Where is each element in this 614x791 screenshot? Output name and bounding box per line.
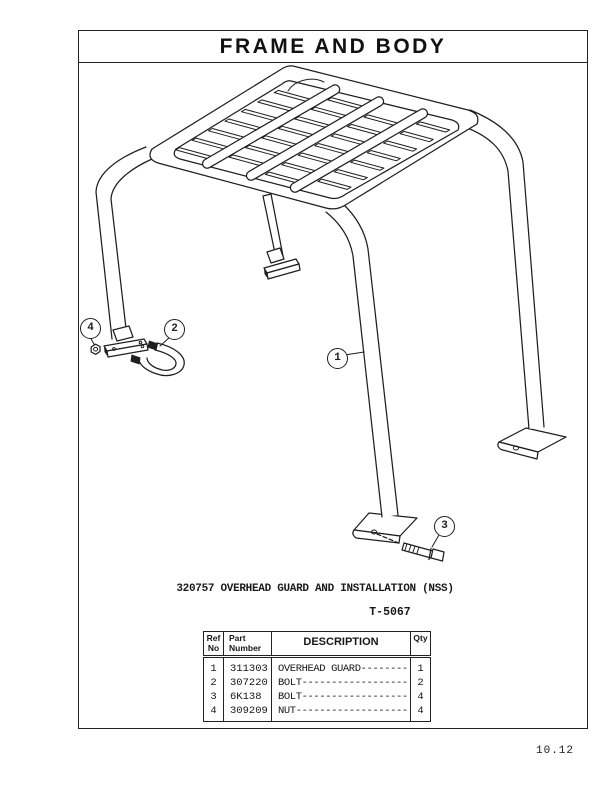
cell-description: NUT------------------- [271,703,411,722]
cell-ref: 1 [203,656,224,676]
callout-4: 4 [80,318,101,339]
table-row: 2 307220 BOLT------------------ 2 [203,675,431,690]
cell-ref: 4 [203,703,224,722]
cell-part-number: 307220 [223,675,272,690]
cell-qty: 1 [417,662,424,675]
page-header: FRAME AND BODY [79,31,587,63]
page-border: FRAME AND BODY [78,30,588,729]
cell-qty: 4 [417,704,424,717]
drawing-number: T-5067 [369,606,411,619]
cell-qty: 4 [417,690,424,703]
callout-1: 1 [327,348,348,369]
callout-2: 2 [164,319,185,340]
callout-3: 3 [434,516,455,537]
figure-caption: 320757 OVERHEAD GUARD AND INSTALLATION (… [176,583,454,595]
col-header-description: DESCRIPTION [271,631,411,658]
col-header-qty: Qty [410,631,431,658]
table-row: 1 311303 OVERHEAD GUARD-------- 1 [203,656,431,676]
cell-part-number: 6K138 [223,689,272,704]
page-number: 10.12 [536,745,575,757]
cell-part-number: 309209 [223,703,272,722]
cell-ref: 2 [203,675,224,690]
cell-part-number: 311303 [223,656,272,676]
cell-description: BOLT------------------ [271,689,411,704]
page-title: FRAME AND BODY [219,34,447,58]
table-row: 3 6K138 BOLT------------------ 4 [203,689,431,704]
cell-description: OVERHEAD GUARD-------- [271,656,411,676]
cell-ref: 3 [203,689,224,704]
cell-description: BOLT------------------ [271,675,411,690]
cell-qty: 2 [417,676,424,689]
table-row: 4 309209 NUT------------------- 4 [203,703,431,722]
